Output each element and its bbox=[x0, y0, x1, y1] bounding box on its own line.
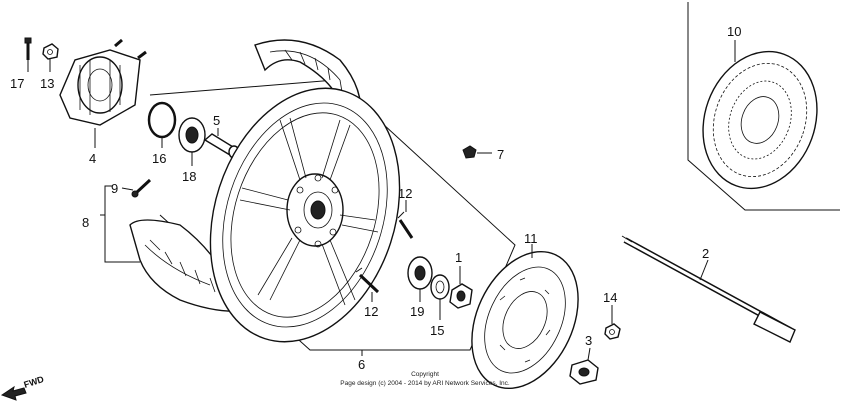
part-11-brake-disc[interactable] bbox=[451, 234, 599, 405]
part-7-balance-weight[interactable] bbox=[462, 145, 477, 159]
callout-17: 17 bbox=[10, 76, 24, 91]
leader-lines bbox=[27, 40, 736, 361]
part-2-axle[interactable] bbox=[621, 235, 796, 343]
callout-labels: 17 13 4 16 18 5 9 8 7 12 12 1 19 15 6 11… bbox=[10, 24, 741, 372]
callout-11: 11 bbox=[524, 231, 538, 246]
fwd-label: FWD bbox=[23, 374, 46, 390]
part-17-bolt[interactable] bbox=[24, 37, 32, 60]
callout-6: 6 bbox=[358, 357, 365, 372]
callout-2: 2 bbox=[702, 246, 709, 261]
callout-10: 10 bbox=[727, 24, 741, 39]
disc-box-outline bbox=[687, 2, 840, 211]
part-6-wheel[interactable] bbox=[179, 64, 431, 367]
part-16-o-ring[interactable] bbox=[147, 101, 177, 139]
part-15-dust-seal[interactable] bbox=[430, 274, 450, 300]
part-14-axle-nut[interactable] bbox=[604, 323, 621, 340]
part-18-bearing[interactable] bbox=[178, 117, 206, 153]
callout-12-upper: 12 bbox=[398, 186, 412, 201]
part-12-bolt-lower[interactable] bbox=[355, 267, 380, 294]
copyright-line-2: Page design (c) 2004 - 2014 by ARI Netwo… bbox=[340, 380, 510, 387]
callout-14: 14 bbox=[603, 290, 617, 305]
callout-15: 15 bbox=[430, 323, 444, 338]
part-10-brake-disc[interactable] bbox=[684, 35, 835, 204]
part-12-bolt-upper[interactable] bbox=[397, 211, 414, 239]
part-19-bearing[interactable] bbox=[407, 256, 433, 290]
callout-9: 9 bbox=[111, 181, 118, 196]
part-1-side-collar[interactable] bbox=[449, 283, 473, 309]
fwd-arrow-icon bbox=[0, 385, 27, 401]
callout-5: 5 bbox=[213, 113, 220, 128]
callout-18: 18 bbox=[182, 169, 196, 184]
callout-3: 3 bbox=[585, 333, 592, 348]
callout-19: 19 bbox=[410, 304, 424, 319]
part-4-hub-flange[interactable] bbox=[59, 38, 147, 140]
callout-1: 1 bbox=[455, 250, 462, 265]
part-13-nut[interactable] bbox=[42, 43, 59, 60]
callout-13: 13 bbox=[40, 76, 54, 91]
part-3-side-collar[interactable] bbox=[569, 359, 599, 385]
fwd-indicator: FWD bbox=[0, 374, 46, 401]
callout-12-lower: 12 bbox=[364, 304, 378, 319]
callout-8: 8 bbox=[82, 215, 89, 230]
copyright-line-1: Copyright bbox=[411, 371, 439, 378]
callout-7: 7 bbox=[497, 147, 504, 162]
callout-16: 16 bbox=[152, 151, 166, 166]
part-9-valve[interactable] bbox=[131, 178, 152, 198]
callout-4: 4 bbox=[89, 151, 96, 166]
